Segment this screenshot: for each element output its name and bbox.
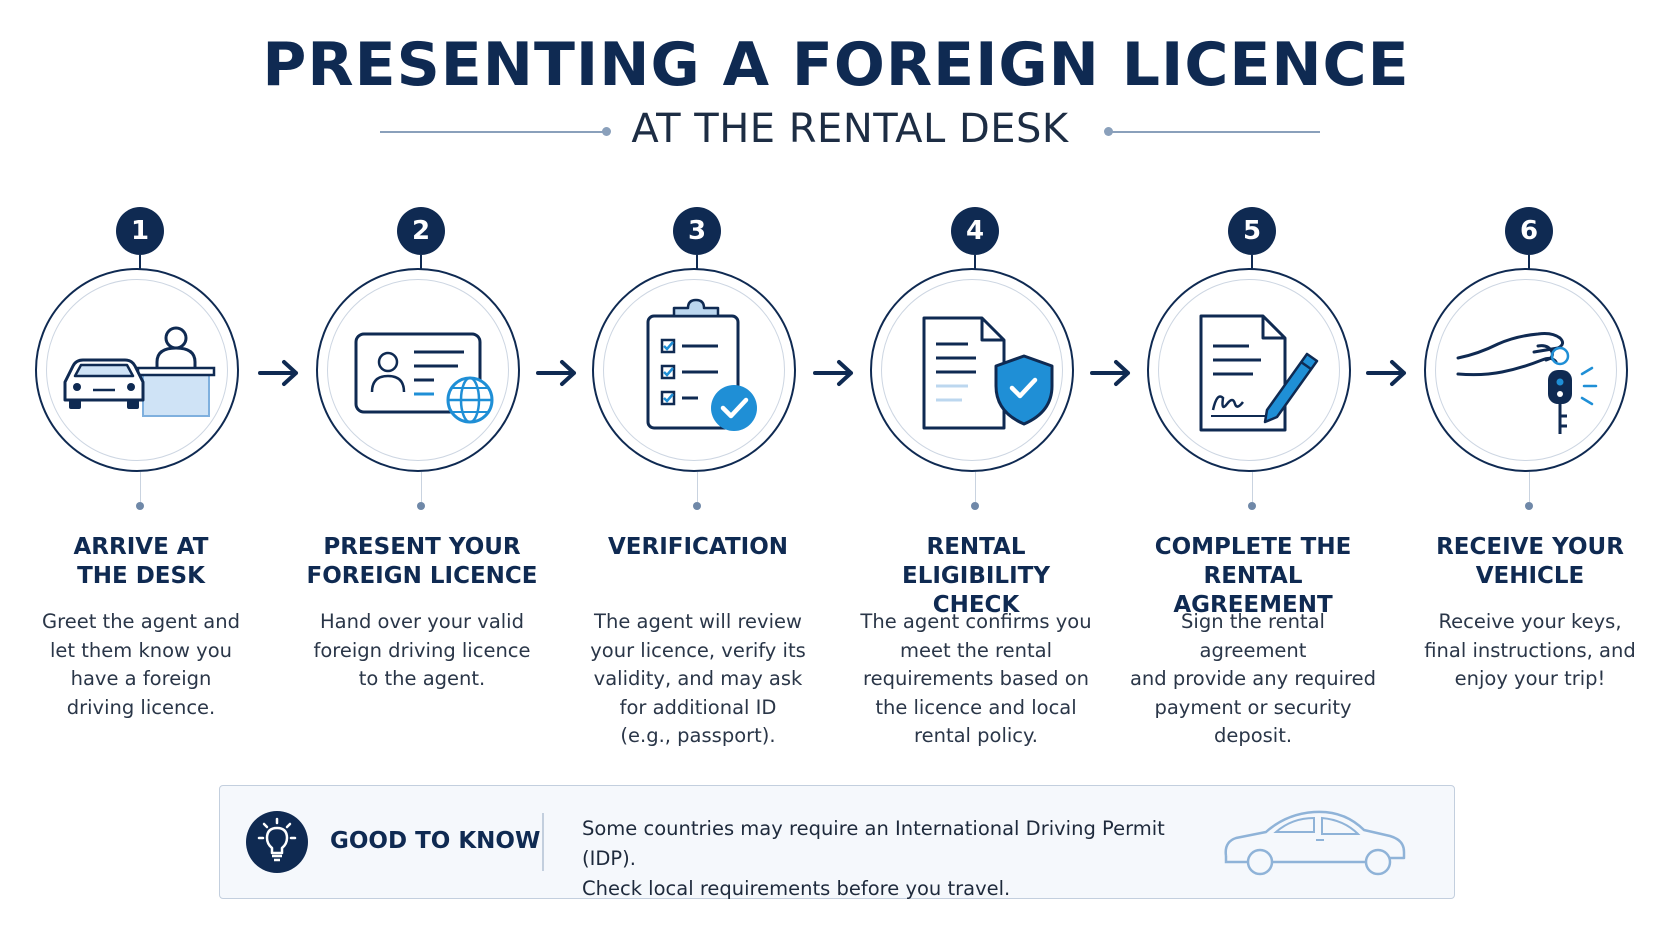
arrow-right-icon xyxy=(1366,360,1406,386)
step-icon-ring xyxy=(35,268,239,472)
step-description: Sign the rental agreement and provide an… xyxy=(1129,610,1377,747)
good-to-know-panel: GOOD TO KNOW Some countries may require … xyxy=(219,785,1455,900)
step-connector-dot xyxy=(1525,502,1533,510)
step-number: 1 xyxy=(116,207,164,255)
step-connector-dot xyxy=(136,502,144,510)
subtitle-line-left xyxy=(380,131,605,133)
step-description: Receive your keys, final instructions, a… xyxy=(1424,610,1636,690)
page-subtitle: AT THE RENTAL DESK xyxy=(631,106,1069,152)
step-number: 5 xyxy=(1228,207,1276,255)
lightbulb-icon xyxy=(246,811,308,873)
id-card-globe-icon xyxy=(354,332,494,424)
step-connector-top xyxy=(1528,255,1530,269)
step-connector-dot xyxy=(693,502,701,510)
arrow-right-icon xyxy=(258,360,298,386)
car-at-desk-icon xyxy=(63,326,216,417)
page-title: PRESENTING A FOREIGN LICENCE xyxy=(262,30,1410,100)
step-icon-ring xyxy=(1147,268,1351,472)
step-icon-ring xyxy=(316,268,520,472)
step-4: 4 RENTAL ELIGIBILITY CHECK The agent con… xyxy=(851,0,1101,760)
subtitle-line-right xyxy=(1110,131,1320,133)
step-heading: RECEIVE YOUR VEHICLE xyxy=(1436,534,1624,589)
step-6: 6 RECEIVE YOUR VEHICLE Receive your keys… xyxy=(1405,0,1655,760)
step-heading: ARRIVE AT THE DESK xyxy=(73,534,209,589)
step-description: The agent will review your licence, veri… xyxy=(590,610,806,747)
step-icon-ring xyxy=(592,268,796,472)
step-connector-top xyxy=(420,255,422,269)
good-to-know-label: GOOD TO KNOW xyxy=(330,828,541,854)
step-connector-top xyxy=(696,255,698,269)
step-connector-top xyxy=(139,255,141,269)
step-connector-top xyxy=(1251,255,1253,269)
step-icon-ring xyxy=(870,268,1074,472)
step-connector-dot xyxy=(417,502,425,510)
document-signature-icon xyxy=(1199,314,1319,432)
subtitle-row: AT THE RENTAL DESK xyxy=(380,106,1320,156)
step-number: 2 xyxy=(397,207,445,255)
hand-keys-icon xyxy=(1456,332,1598,434)
step-heading: PRESENT YOUR FOREIGN LICENCE xyxy=(306,534,538,589)
step-number: 3 xyxy=(673,207,721,255)
step-connector-dot xyxy=(1248,502,1256,510)
clipboard-check-icon xyxy=(646,298,757,431)
arrow-right-icon xyxy=(536,360,576,386)
step-1: 1 ARRIVE AT THE DESK Greet the agent and… xyxy=(16,0,266,760)
step-heading: RENTAL ELIGIBILITY CHECK xyxy=(901,534,1050,618)
step-5: 5 COMPLETE THE RENTAL AGREEMENT Sign the… xyxy=(1128,0,1378,760)
step-2: 2 PRESENT YOUR FOREIGN LICENCE Hand over… xyxy=(297,0,547,760)
step-icon-ring xyxy=(1424,268,1628,472)
step-heading: COMPLETE THE RENTAL AGREEMENT xyxy=(1154,534,1352,618)
good-to-know-text: Some countries may require an Internatio… xyxy=(582,817,1165,900)
document-shield-icon xyxy=(922,316,1054,430)
step-description: The agent confirms you meet the rental r… xyxy=(860,610,1092,747)
step-heading: VERIFICATION xyxy=(608,534,788,560)
step-connector-top xyxy=(974,255,976,269)
subtitle-dot-left xyxy=(602,127,611,136)
step-description: Hand over your valid foreign driving lic… xyxy=(313,610,531,690)
arrow-right-icon xyxy=(813,360,853,386)
step-connector-dot xyxy=(971,502,979,510)
step-number: 6 xyxy=(1505,207,1553,255)
step-number: 4 xyxy=(951,207,999,255)
arrow-right-icon xyxy=(1090,360,1130,386)
step-3: 3 VERIFICATION The agent will review you… xyxy=(573,0,823,760)
panel-divider xyxy=(542,813,544,871)
step-description: Greet the agent and let them know you ha… xyxy=(42,610,240,719)
car-outline-icon xyxy=(1224,810,1406,876)
subtitle-dot-right xyxy=(1104,127,1113,136)
